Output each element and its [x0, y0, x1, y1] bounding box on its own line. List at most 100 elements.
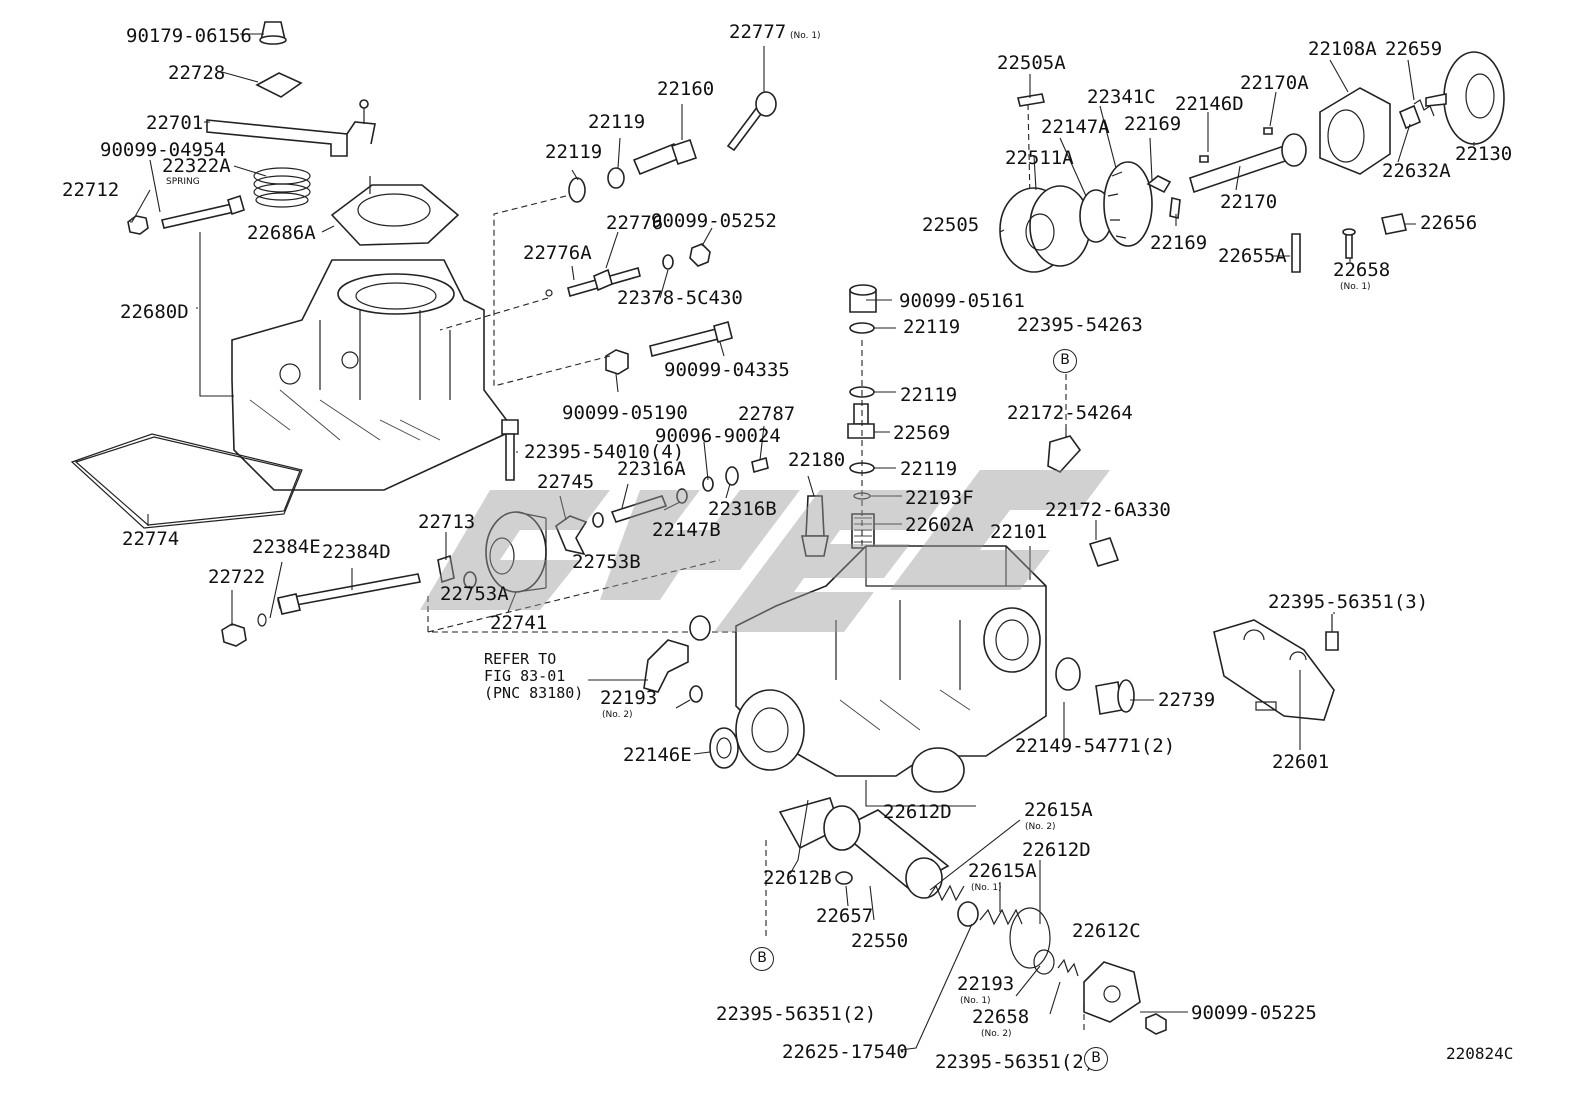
part-label-22741: 22741 [490, 612, 548, 634]
part-label-22612d: 22612D [1022, 839, 1091, 861]
part-label-22612b: 22612B [763, 867, 832, 889]
weight-22741 [485, 511, 547, 593]
oring-22384E [257, 613, 267, 627]
bolt-22160 [632, 138, 698, 176]
pulley-22505 [999, 185, 1091, 273]
bush-22316B [725, 466, 739, 486]
part-label-22615a: 22615A [968, 860, 1037, 882]
oring-22193-1 [1033, 949, 1055, 975]
part-label-22787: 22787 [738, 403, 796, 425]
bracket-22701 [206, 99, 376, 157]
part-label-22172-6a330: 22172-6A330 [1045, 499, 1171, 521]
nut-90099-05190 [605, 349, 629, 375]
part-label-22511a: 22511A [1005, 147, 1074, 169]
part-label-22658: 22658 [972, 1006, 1030, 1028]
part-label-90096-90024: 90096-90024 [655, 425, 781, 447]
part-label-22160: 22160 [657, 78, 715, 100]
part-label-22505: 22505 [922, 214, 980, 236]
part-label-22180: 22180 [788, 449, 846, 471]
spring-22658-2 [1057, 958, 1079, 977]
part-label-22384e: 22384E [252, 536, 321, 558]
part-label-22395-56351-2-: 22395-56351(2) [935, 1051, 1096, 1073]
nut-90099-05252 [689, 243, 711, 267]
part-label-22147a: 22147A [1041, 116, 1110, 138]
part-label-22193: 22193 [600, 687, 658, 709]
part-label-22569: 22569 [893, 422, 951, 444]
part-label-22655a: 22655A [1218, 245, 1287, 267]
bracket-22172-54264 [1047, 435, 1082, 473]
part-label-22550: 22550 [851, 930, 909, 952]
part-label-22753b: 22753B [572, 551, 641, 573]
bracket-22172-6A330 [1088, 537, 1120, 567]
part-label-22753a: 22753A [440, 583, 509, 605]
part-label-22612c: 22612C [1072, 920, 1141, 942]
part-label-22149-54771-2-: 22149-54771(2) [1015, 735, 1176, 757]
part-label-22322a: 22322A [162, 155, 231, 177]
part-label-22774: 22774 [122, 528, 180, 550]
plug-22739 [1095, 679, 1135, 715]
part-label-90099-04954: 90099-04954 [100, 139, 226, 161]
part-label-22657: 22657 [816, 905, 874, 927]
reference-marker-0: B [1053, 349, 1077, 373]
part-label-22170a: 22170A [1240, 72, 1309, 94]
part-label-22146d: 22146D [1175, 93, 1244, 115]
washer-22147B [676, 488, 688, 504]
bolt-22395-54010 [501, 419, 519, 481]
shaft-22170 [1189, 133, 1307, 194]
screw-22776 [567, 267, 641, 297]
ring-22632A [1398, 104, 1422, 130]
part-label-22658: 22658 [1333, 259, 1391, 281]
part-label-22632a: 22632A [1382, 160, 1451, 182]
part-label-22341c: 22341C [1087, 86, 1156, 108]
key-22170A [1263, 127, 1273, 135]
washer-22378 [662, 254, 674, 270]
gasket-22612D [1009, 907, 1051, 969]
part-label-22612d: 22612D [883, 801, 952, 823]
coupling-22108A [1319, 87, 1391, 175]
part-label-22119: 22119 [900, 384, 958, 406]
part-label-90179-06156: 90179-06156 [126, 25, 252, 47]
reference-note: REFER TO FIG 83-01 (PNC 83180) [484, 652, 583, 701]
key-22169-a [1146, 175, 1172, 194]
part-label-90099-05161: 90099-05161 [899, 290, 1025, 312]
oring-22625 [957, 901, 979, 927]
housing-22680D [231, 259, 516, 491]
part-label-90099-05190: 90099-05190 [562, 402, 688, 424]
bolt-22395-56351-3 [1325, 614, 1339, 651]
part-label-22713: 22713 [418, 511, 476, 533]
pin-22655A [1291, 233, 1301, 273]
part-label-22745: 22745 [537, 471, 595, 493]
part-label-22395-54263: 22395-54263 [1017, 314, 1143, 336]
part-label-22384d: 22384D [322, 541, 391, 563]
reference-marker-1: B [750, 947, 774, 971]
plate-22728 [255, 72, 303, 98]
part-label-22701: 22701 [146, 112, 204, 134]
cover-22612C [1083, 961, 1141, 1023]
part-label-22395-54010-4-: 22395-54010(4) [524, 441, 685, 463]
sub-note-2: (No. 2) [1025, 822, 1056, 832]
part-label-22169: 22169 [1124, 113, 1182, 135]
sub-note-4: (No. 1) [960, 996, 991, 1006]
part-label-22395-56351-2-: 22395-56351(2) [716, 1003, 877, 1025]
nut-22712 [127, 215, 149, 235]
bolt-22505A [1017, 93, 1045, 107]
sub-note-1: (No. 2) [602, 710, 633, 720]
part-label-22147b: 22147B [652, 519, 721, 541]
flange-22130 [1425, 51, 1505, 145]
spring-note: SPRING [166, 177, 200, 187]
nut-22722 [221, 623, 247, 647]
plug-90099-05161 [849, 284, 877, 313]
elbow-22193 [643, 615, 711, 693]
part-label-22602a: 22602A [905, 514, 974, 536]
sub-note-6: (No. 1) [1340, 282, 1371, 292]
gasket-22774 [70, 433, 303, 529]
bolt-90099-04335 [649, 321, 733, 357]
part-label-22130: 22130 [1455, 143, 1513, 165]
part-label-22119: 22119 [545, 141, 603, 163]
spring-22322A [253, 167, 311, 208]
part-label-22119: 22119 [900, 458, 958, 480]
part-label-22722: 22722 [208, 566, 266, 588]
part-label-22712: 22712 [62, 179, 120, 201]
part-label-22601: 22601 [1272, 751, 1330, 773]
